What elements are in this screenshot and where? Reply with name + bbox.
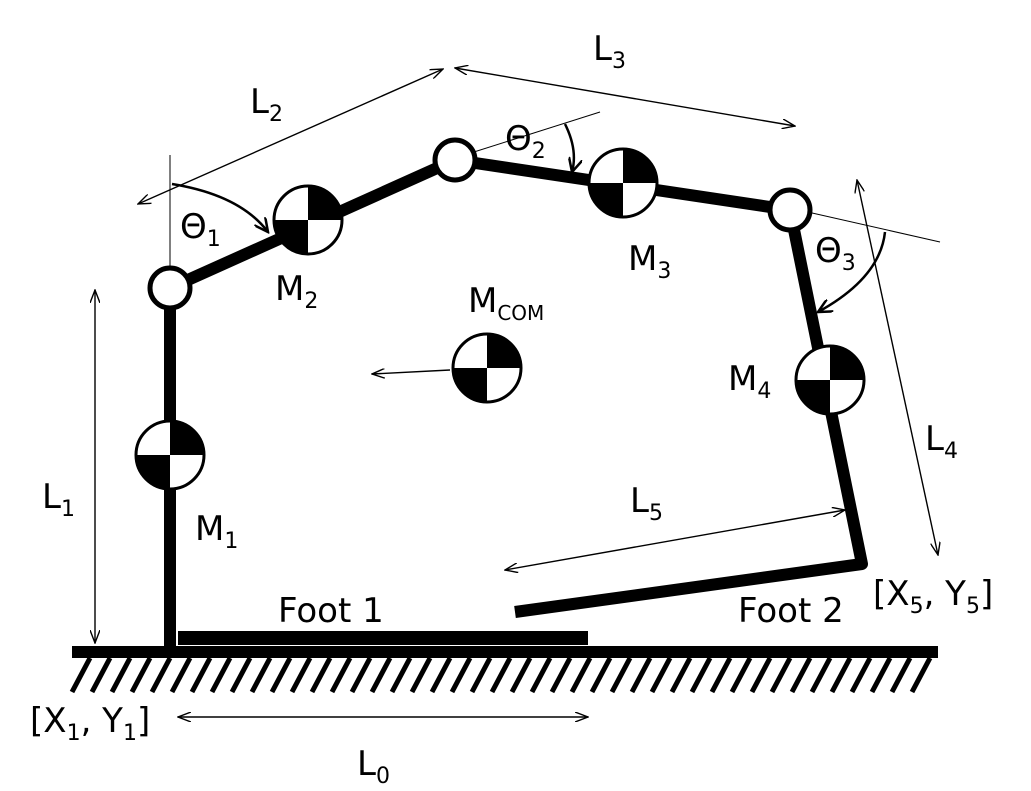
hatch-line bbox=[69, 656, 93, 694]
hatch-line bbox=[589, 656, 613, 694]
hatch-line bbox=[729, 656, 753, 694]
hatch-line bbox=[789, 656, 813, 694]
hatch-line bbox=[509, 656, 533, 694]
label-foot-1: Foot 1 bbox=[278, 591, 384, 631]
hatch-line bbox=[149, 656, 173, 694]
hatch-line bbox=[349, 656, 373, 694]
com-velocity-arrow bbox=[372, 370, 451, 374]
hatch-line bbox=[609, 656, 633, 694]
hatch-line bbox=[549, 656, 573, 694]
hatch-line bbox=[829, 656, 853, 694]
hatch-line bbox=[169, 656, 193, 694]
joint-hip-1 bbox=[147, 265, 193, 311]
hatch-line bbox=[489, 656, 513, 694]
label-theta3: Θ3 bbox=[815, 231, 856, 276]
hatch-line bbox=[389, 656, 413, 694]
joint-hip-2 bbox=[767, 187, 813, 233]
label-l4: L4 bbox=[925, 419, 958, 464]
hatch-line bbox=[529, 656, 553, 694]
dimension-arrow-l5 bbox=[505, 510, 845, 570]
label-coord-1: [X1, Y1] bbox=[30, 701, 150, 746]
hatch-line bbox=[889, 656, 913, 694]
hatch-line bbox=[269, 656, 293, 694]
dimension-arrow-l3 bbox=[455, 68, 795, 126]
label-l1: L1 bbox=[42, 477, 75, 522]
label-l2: L2 bbox=[250, 82, 283, 127]
hatch-line bbox=[329, 656, 353, 694]
hatch-line bbox=[449, 656, 473, 694]
hatch-line bbox=[709, 656, 733, 694]
ground-hatching bbox=[69, 656, 933, 694]
hatch-line bbox=[249, 656, 273, 694]
hatch-line bbox=[669, 656, 693, 694]
label-theta2: Θ2 bbox=[505, 119, 546, 164]
hatch-line bbox=[89, 656, 113, 694]
hatch-line bbox=[749, 656, 773, 694]
joint-knee bbox=[432, 137, 478, 183]
hatch-line bbox=[649, 656, 673, 694]
dimension-arrow-l4 bbox=[857, 180, 938, 555]
mass-markers bbox=[134, 147, 866, 491]
theta1-arc bbox=[171, 182, 268, 232]
mass-m4 bbox=[794, 344, 866, 416]
label-m4: M4 bbox=[728, 359, 771, 404]
label-l3: L3 bbox=[593, 29, 626, 74]
hatch-line bbox=[229, 656, 253, 694]
label-m1: M1 bbox=[195, 509, 238, 554]
hatch-line bbox=[469, 656, 493, 694]
hatch-line bbox=[429, 656, 453, 694]
theta3-reference-line bbox=[789, 207, 941, 243]
label-theta1: Θ1 bbox=[180, 207, 221, 252]
mass-m1 bbox=[134, 419, 206, 491]
dimension-arrow-l2 bbox=[138, 69, 443, 204]
hatch-line bbox=[369, 656, 393, 694]
label-mcom: MCOM bbox=[468, 281, 544, 325]
hatch-line bbox=[289, 656, 313, 694]
hatch-line bbox=[309, 656, 333, 694]
mass-com bbox=[451, 332, 523, 404]
hatch-line bbox=[129, 656, 153, 694]
label-m2: M2 bbox=[275, 269, 318, 314]
hatch-line bbox=[569, 656, 593, 694]
hatch-line bbox=[869, 656, 893, 694]
label-m3: M3 bbox=[628, 239, 671, 284]
hatch-line bbox=[189, 656, 213, 694]
hatch-line bbox=[909, 656, 933, 694]
label-l0: L0 bbox=[357, 744, 390, 789]
label-coord-5: [X5, Y5] bbox=[873, 574, 993, 619]
hatch-line bbox=[209, 656, 233, 694]
mass-m3 bbox=[587, 147, 659, 219]
hatch-line bbox=[809, 656, 833, 694]
hatch-line bbox=[769, 656, 793, 694]
theta3-arc bbox=[818, 231, 887, 312]
ground bbox=[69, 646, 938, 694]
hatch-line bbox=[689, 656, 713, 694]
hatch-line bbox=[409, 656, 433, 694]
label-foot-2: Foot 2 bbox=[738, 591, 844, 631]
mass-m2 bbox=[272, 184, 344, 256]
hatch-line bbox=[109, 656, 133, 694]
hatch-line bbox=[849, 656, 873, 694]
label-l5: L5 bbox=[630, 481, 663, 526]
hatch-line bbox=[629, 656, 653, 694]
theta2-arc bbox=[563, 123, 574, 172]
